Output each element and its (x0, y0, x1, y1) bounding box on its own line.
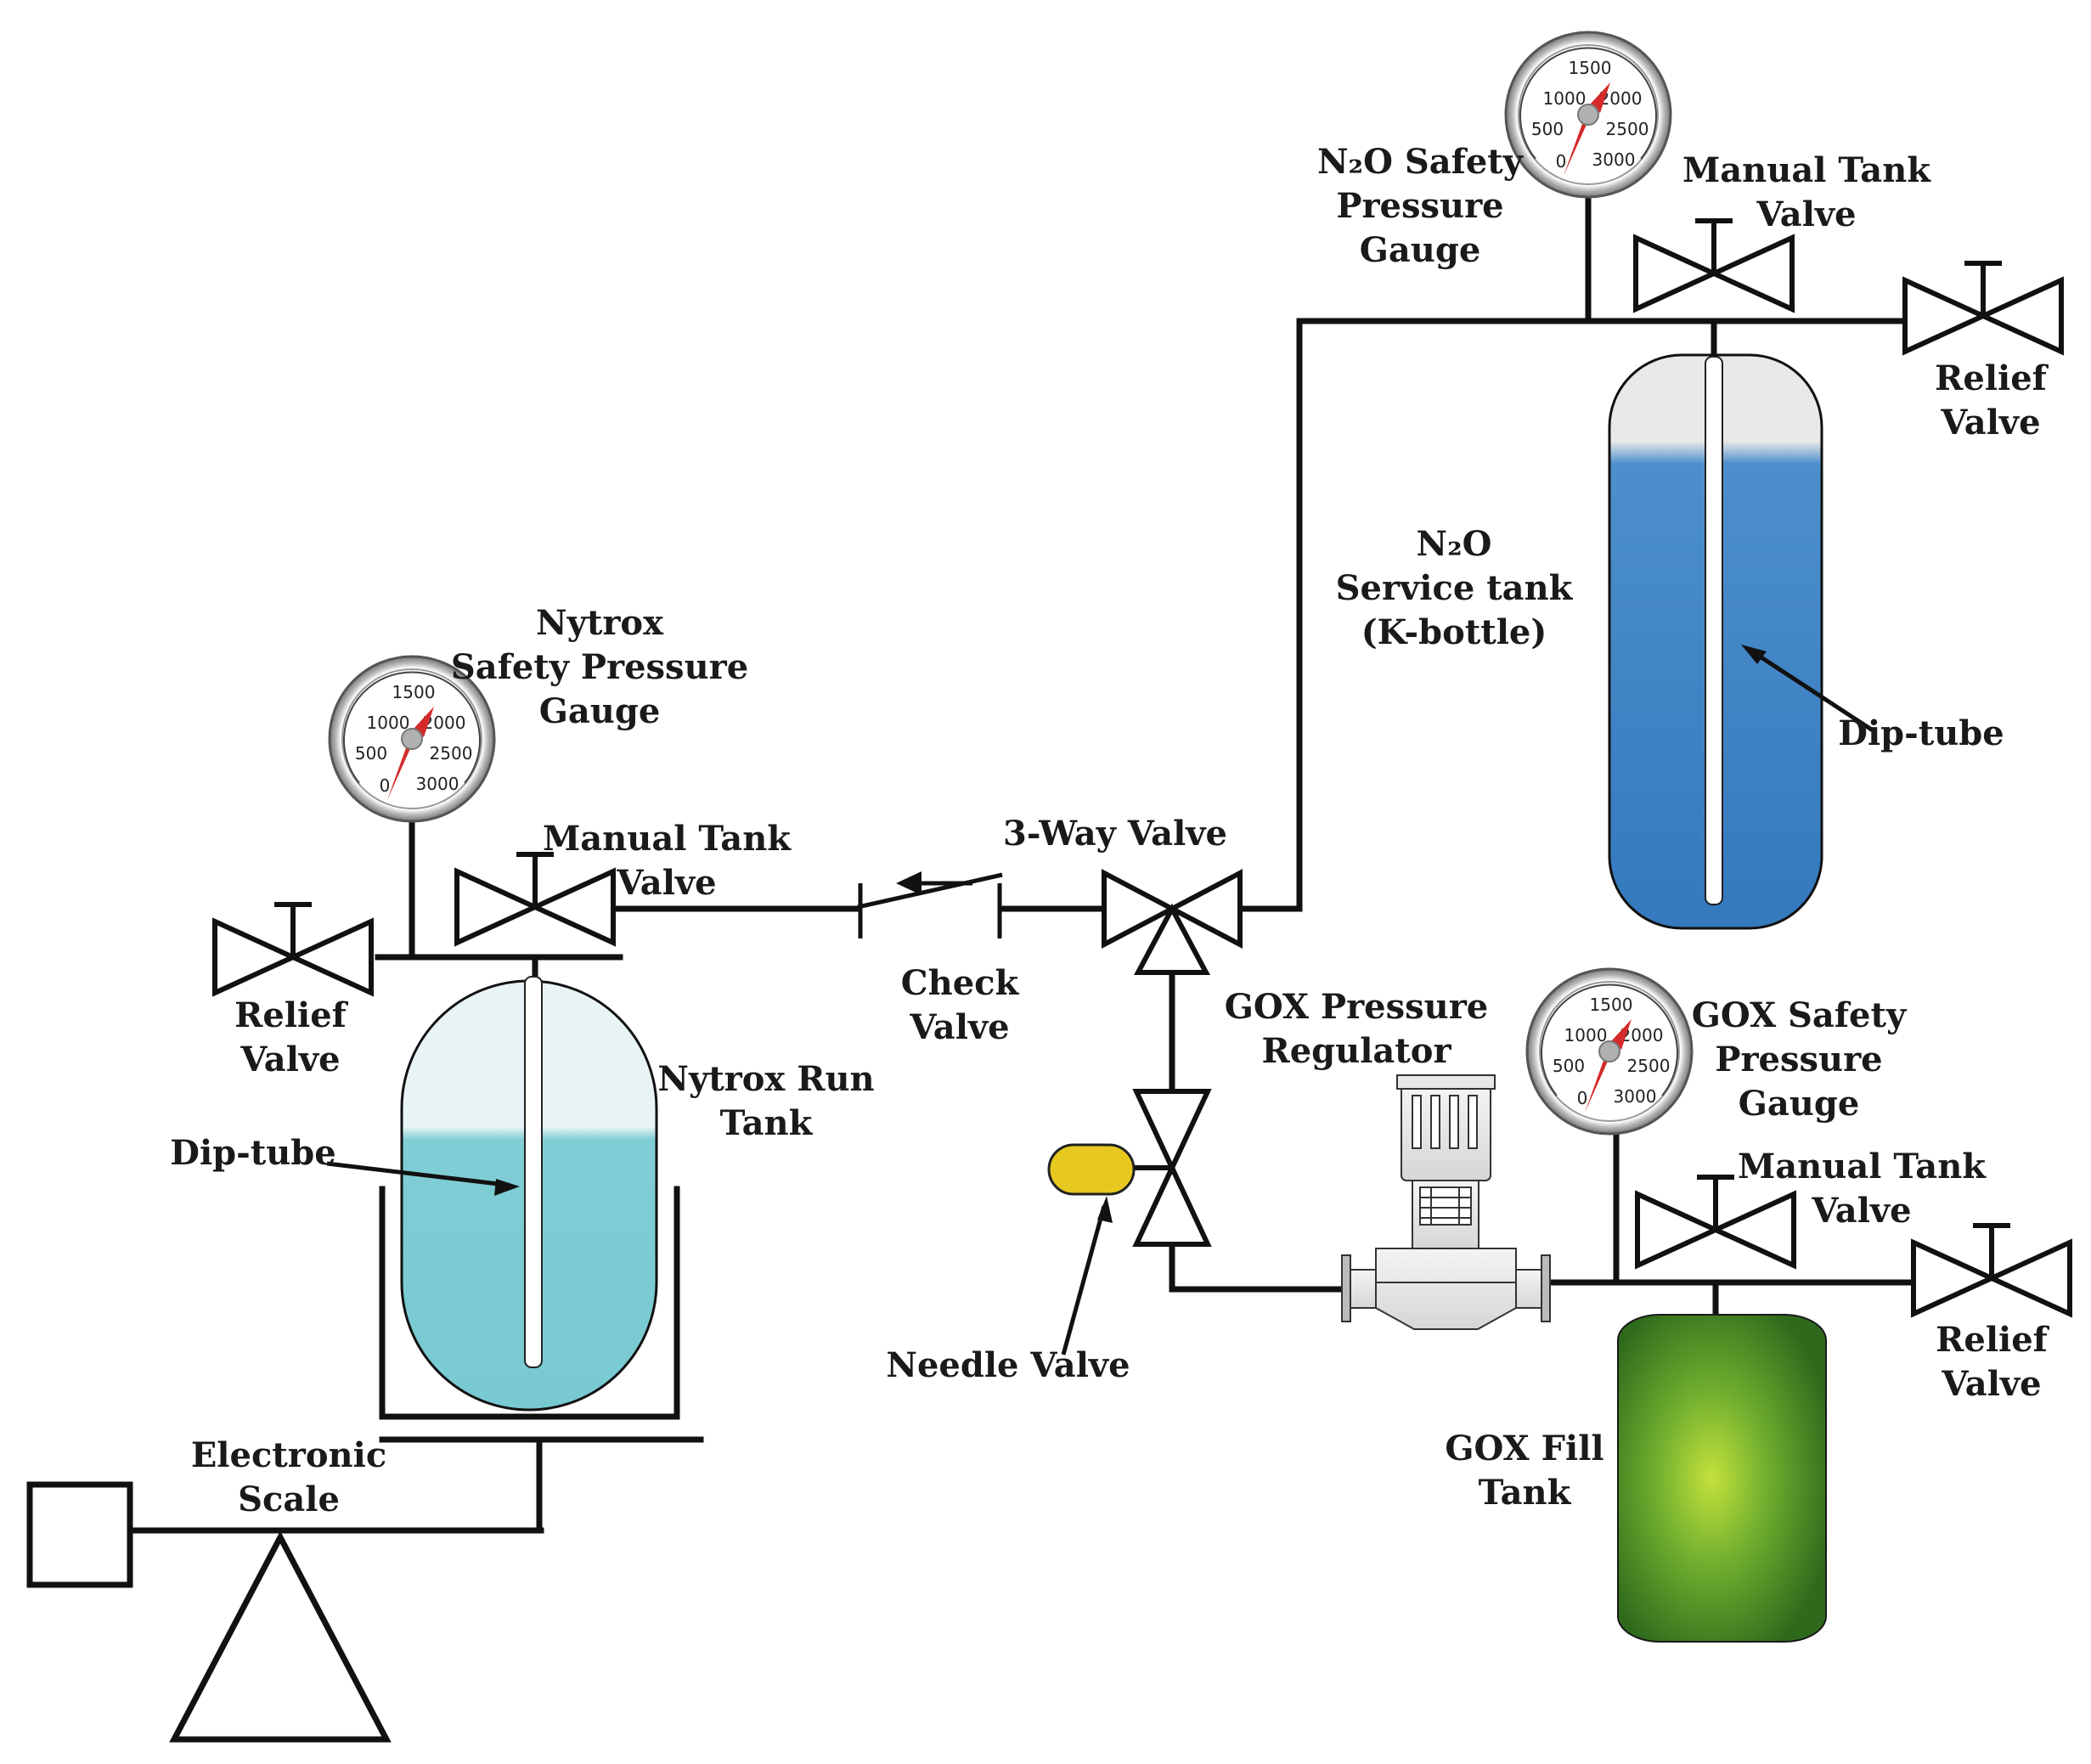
nytrox-manual-valve-label-2: Valve (617, 863, 717, 903)
nytrox-manual-tank-valve (457, 854, 613, 943)
needle-valve (1047, 1089, 1212, 1247)
nytrox-manual-valve-label: Manual Tank (542, 819, 792, 859)
needle-valve-label: Needle Valve (886, 1345, 1130, 1385)
check-valve (857, 871, 1003, 938)
n2o-service-tank (1608, 353, 1823, 930)
n2o-relief-valve (1905, 263, 2061, 352)
n2o-dip-tube-label: Dip-tube (1838, 713, 2004, 753)
nytrox-dip-tube-label: Dip-tube (170, 1133, 336, 1173)
nytrox-run-tank (379, 976, 680, 1420)
needle-valve-knob (1047, 1143, 1136, 1196)
gox-fill-tank (1617, 1314, 1827, 1643)
nytrox-dip-tube (524, 976, 543, 1368)
n2o-safety-pressure-gauge (1504, 31, 1672, 199)
three-way-valve (1102, 869, 1243, 975)
gox-manual-tank-valve (1637, 1177, 1794, 1265)
gox-manual-valve-label: Manual Tank (1737, 1147, 1987, 1186)
pipe-network (126, 190, 1919, 1534)
nytrox-relief-valve (215, 905, 371, 993)
n2o-dip-tube (1705, 356, 1723, 905)
gox-manual-valve-label-2: Valve (1812, 1191, 1912, 1231)
gox-pressure-regulator (1341, 1074, 1551, 1330)
electronic-scale (26, 1481, 392, 1743)
three-way-valve-label: 3-Way Valve (1003, 814, 1227, 854)
gox-safety-pressure-gauge (1525, 967, 1694, 1136)
gox-relief-valve (1913, 1226, 2070, 1314)
